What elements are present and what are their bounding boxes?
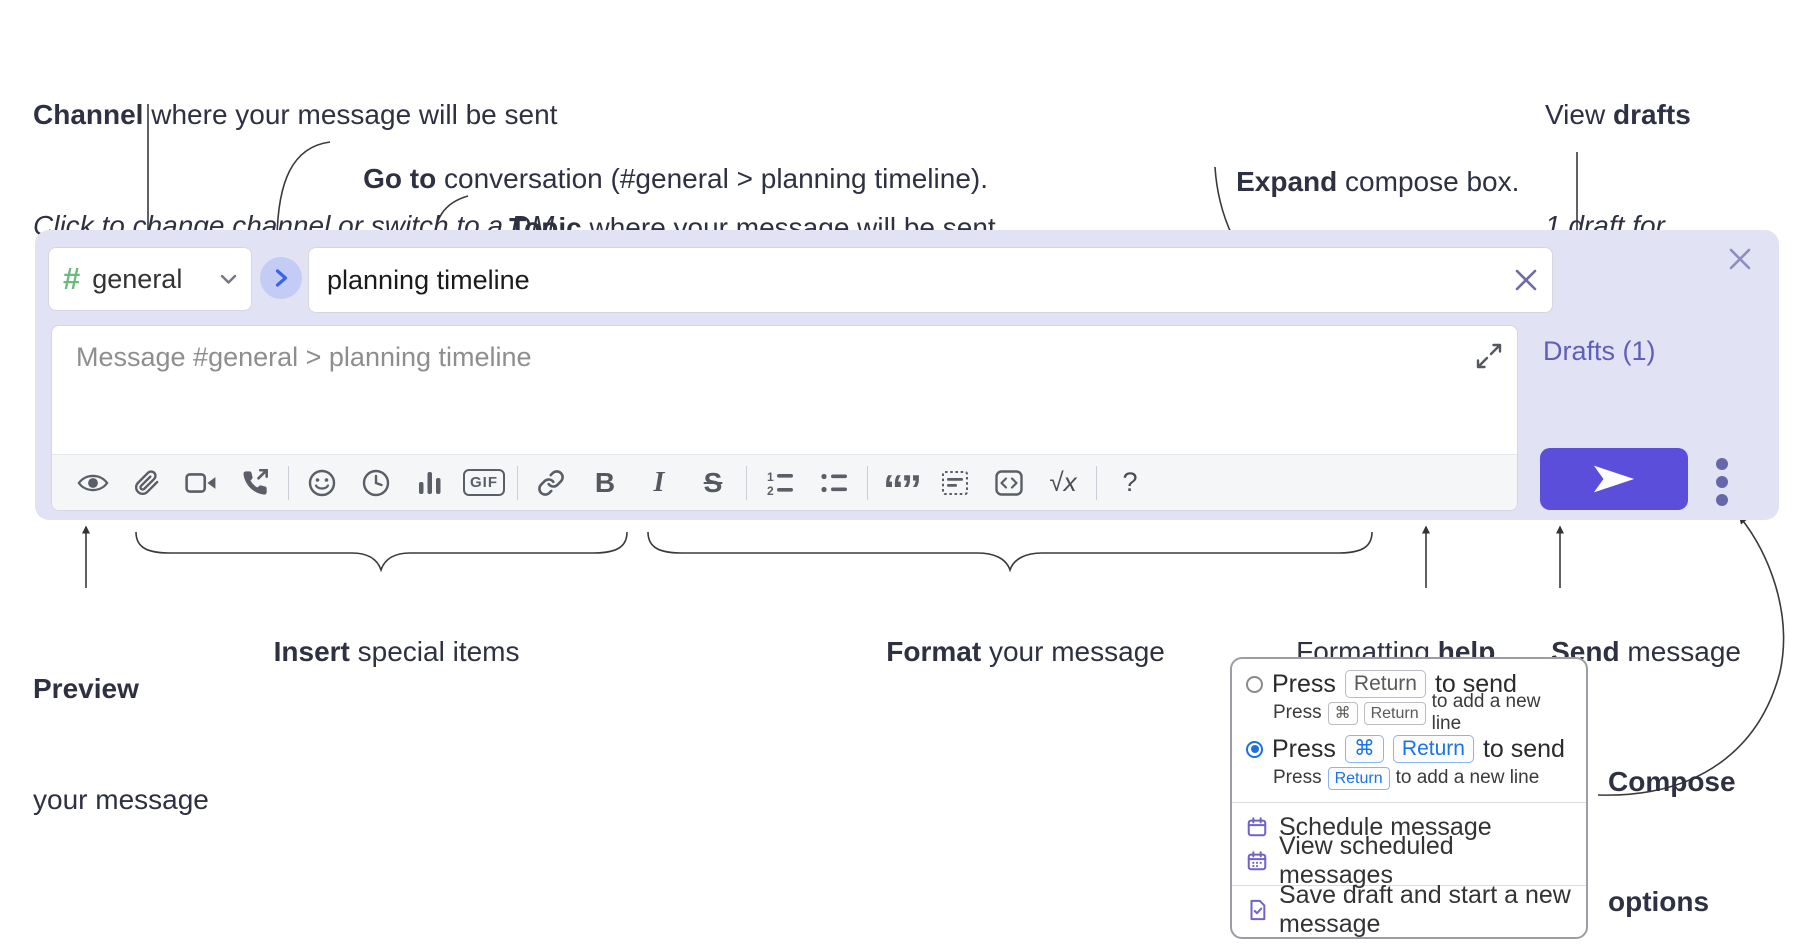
send-button[interactable] bbox=[1540, 448, 1688, 510]
expand-compose-button[interactable] bbox=[1475, 342, 1503, 370]
menu-divider bbox=[1232, 885, 1586, 886]
option-enter-to-send[interactable]: Press Return to send bbox=[1246, 669, 1572, 699]
compose-box-panel: # general bbox=[35, 230, 1779, 520]
expand-icon bbox=[1476, 343, 1502, 369]
insert-annotation: Insert special items bbox=[273, 636, 520, 667]
strikethrough-icon[interactable]: S bbox=[703, 466, 723, 498]
option-cmd-enter-to-send[interactable]: Press ⌘ Return to send bbox=[1246, 734, 1572, 764]
preview-annotation: Preview your message bbox=[33, 673, 209, 815]
drafts-link[interactable]: Drafts (1) bbox=[1543, 336, 1656, 366]
document-check-icon bbox=[1246, 899, 1268, 921]
compose-options-annotation: Compose options menu bbox=[1608, 766, 1736, 917]
channel-name: general bbox=[92, 263, 183, 294]
spoiler-icon[interactable] bbox=[928, 462, 982, 504]
schedule-clock-icon[interactable] bbox=[349, 462, 403, 504]
option-cmd-enter-subtext: Press Return to add a new line bbox=[1273, 766, 1540, 790]
preview-eye-icon[interactable] bbox=[66, 462, 120, 504]
chevron-right-icon bbox=[275, 269, 287, 287]
format-annotation: Format your message bbox=[886, 636, 1165, 667]
svg-text:2: 2 bbox=[767, 484, 774, 496]
close-icon bbox=[1515, 269, 1537, 291]
attach-paperclip-icon[interactable] bbox=[120, 462, 174, 504]
send-icon bbox=[1593, 465, 1635, 493]
bold-icon[interactable]: B bbox=[594, 466, 616, 498]
schedule-message-item[interactable]: Schedule message bbox=[1246, 810, 1572, 844]
message-input[interactable] bbox=[52, 326, 1517, 454]
menu-divider bbox=[1232, 802, 1586, 803]
brace-insert bbox=[135, 531, 628, 573]
close-icon bbox=[1729, 248, 1751, 270]
calendar-icon bbox=[1246, 816, 1268, 838]
formatting-help-icon[interactable]: ? bbox=[1122, 467, 1138, 497]
toolbar-divider bbox=[517, 465, 518, 500]
chevron-down-icon bbox=[220, 274, 237, 284]
emoji-icon[interactable] bbox=[295, 462, 349, 504]
gif-icon[interactable]: GIF bbox=[457, 462, 511, 504]
close-compose-button[interactable] bbox=[1725, 244, 1755, 274]
calendar-grid-icon bbox=[1246, 850, 1268, 872]
goto-annotation: Go to conversation (#general > planning … bbox=[363, 163, 988, 194]
toolbar-divider bbox=[746, 465, 747, 500]
video-call-icon[interactable] bbox=[174, 462, 228, 504]
expand-annotation: Expand compose box. bbox=[1236, 166, 1520, 197]
toolbar-divider bbox=[1096, 465, 1097, 500]
channel-selector[interactable]: # general bbox=[48, 247, 252, 311]
channel-hash-icon: # bbox=[63, 261, 81, 296]
clear-topic-button[interactable] bbox=[1500, 248, 1552, 312]
quote-icon[interactable]: “” bbox=[883, 465, 922, 513]
goto-conversation-button[interactable] bbox=[260, 257, 302, 299]
brace-format bbox=[647, 531, 1373, 573]
save-draft-item[interactable]: Save draft and start a new message bbox=[1246, 881, 1572, 938]
draft-section: Save draft and start a new message bbox=[1232, 881, 1586, 938]
poll-chart-icon[interactable] bbox=[403, 462, 457, 504]
send-shortcut-options: Press Return to send Press ⌘ Return to a… bbox=[1232, 659, 1586, 802]
topic-input[interactable] bbox=[309, 264, 1500, 296]
italic-icon[interactable]: I bbox=[653, 466, 665, 498]
code-icon[interactable] bbox=[982, 462, 1036, 504]
view-scheduled-messages-item[interactable]: View scheduled messages bbox=[1246, 832, 1572, 889]
bulleted-list-icon[interactable] bbox=[807, 462, 861, 504]
voice-call-icon[interactable] bbox=[228, 462, 282, 504]
toolbar-divider bbox=[867, 465, 868, 500]
radio-selected-icon[interactable] bbox=[1246, 740, 1263, 758]
compose-options-menu: Press Return to send Press ⌘ Return to a… bbox=[1230, 657, 1588, 939]
schedule-section: Schedule message View scheduled messages bbox=[1232, 803, 1586, 889]
compose-options-kebab-icon[interactable] bbox=[1716, 458, 1728, 506]
math-icon[interactable]: √x bbox=[1049, 467, 1077, 497]
channel-annotation: Channel where your message will be sent … bbox=[33, 99, 563, 241]
svg-text:1: 1 bbox=[767, 470, 774, 484]
topic-field bbox=[308, 247, 1553, 313]
message-compose-area: GIF B I S 12 “” bbox=[51, 325, 1518, 511]
toolbar-divider bbox=[288, 465, 289, 500]
radio-unselected-icon[interactable] bbox=[1246, 675, 1263, 693]
option-enter-subtext: Press ⌘ Return to add a new line bbox=[1273, 691, 1541, 734]
link-icon[interactable] bbox=[524, 462, 578, 504]
